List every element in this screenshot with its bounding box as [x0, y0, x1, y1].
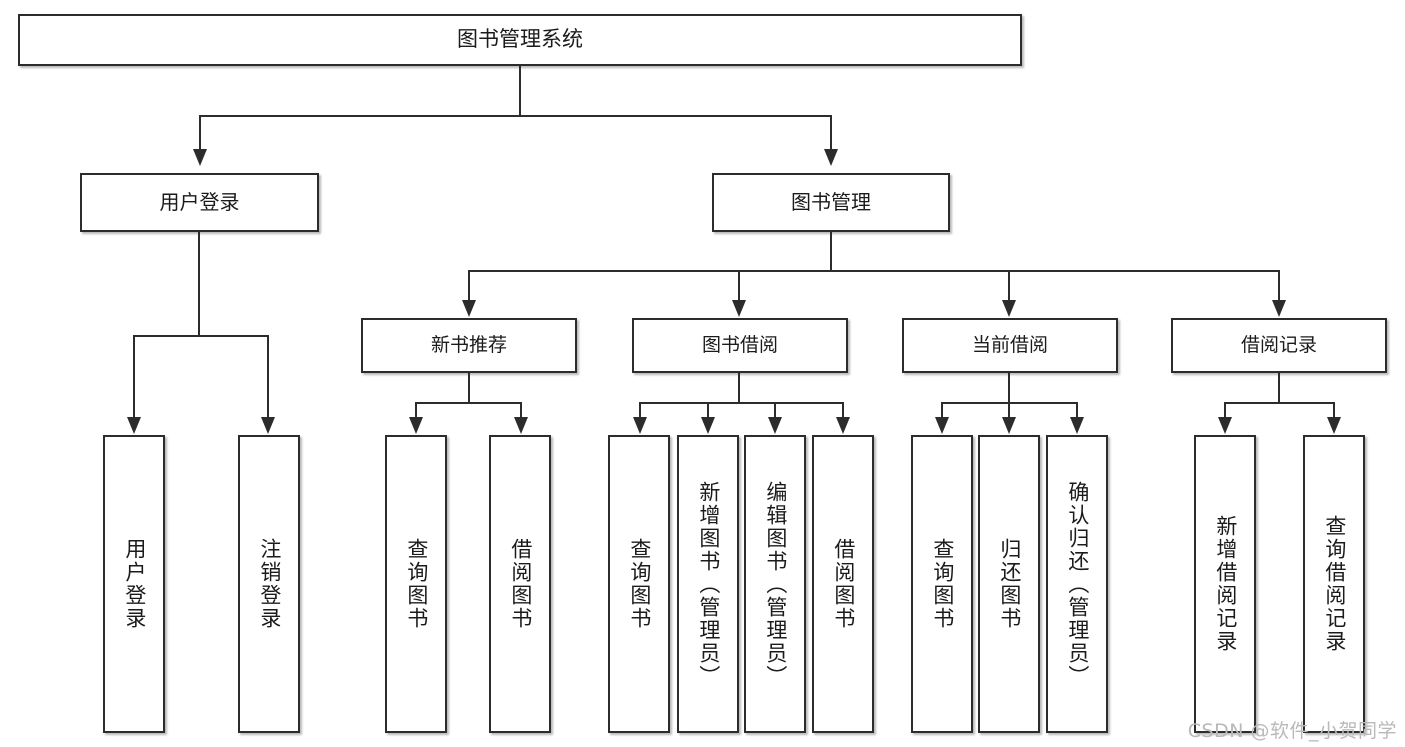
node-new-book-recommend[interactable]: 新书推荐 — [361, 318, 577, 373]
connector-root-to-user-login — [199, 115, 201, 151]
connector-root-bus — [199, 115, 832, 117]
node-label: 借阅图书 — [831, 538, 856, 630]
node-label: 确认归还（管理员） — [1065, 480, 1090, 688]
node-label: 注销登录 — [257, 538, 282, 630]
node-label: 用户登录 — [159, 190, 240, 215]
node-label: 编辑图书（管理员） — [763, 480, 788, 688]
connector-recommend-stem — [468, 373, 470, 403]
connector-book-manage-stem — [830, 232, 832, 272]
node-label: 用户登录 — [122, 538, 147, 630]
connector-borrow-to-leaf-3 — [774, 402, 776, 420]
leaf-user-login[interactable]: 用户登录 — [103, 435, 165, 733]
arrowhead-leaf-query-book-2 — [633, 417, 647, 434]
node-label: 新增借阅记录 — [1213, 515, 1238, 653]
watermark-text: CSDN @软件_小贺同学 — [1187, 720, 1397, 742]
connector-recommend-to-leaf-2 — [520, 402, 522, 420]
node-label: 归还图书 — [997, 538, 1022, 630]
connector-book-manage-bus — [468, 270, 1280, 272]
connector-user-login-to-leaf-2 — [267, 335, 269, 419]
connector-borrow-stem — [738, 373, 740, 403]
arrowhead-leaf-query-book-1 — [409, 417, 423, 434]
node-label: 新增图书（管理员） — [696, 480, 721, 688]
connector-user-login-bus — [133, 335, 268, 337]
arrowhead-leaf-add-book — [701, 417, 715, 434]
arrowhead-leaf-add-record — [1218, 417, 1232, 434]
node-label: 查询借阅记录 — [1322, 515, 1347, 653]
connector-book-manage-to-recommend — [468, 270, 470, 302]
leaf-edit-book[interactable]: 编辑图书（管理员） — [744, 435, 806, 733]
connector-borrow-to-leaf-4 — [842, 402, 844, 420]
connector-root-stem — [519, 66, 521, 116]
connector-current-to-leaf-3 — [1076, 402, 1078, 420]
connector-record-stem — [1278, 373, 1280, 403]
connector-borrow-to-leaf-1 — [639, 402, 641, 420]
connector-book-manage-to-record — [1278, 270, 1280, 302]
arrowhead-leaf-edit-book — [768, 417, 782, 434]
leaf-query-book-2[interactable]: 查询图书 — [608, 435, 670, 733]
node-label: 查询图书 — [627, 538, 652, 630]
node-label: 新书推荐 — [430, 333, 507, 356]
arrowhead-to-record — [1272, 300, 1286, 317]
connector-borrow-to-leaf-2 — [707, 402, 709, 420]
connector-current-to-leaf-2 — [1008, 402, 1010, 420]
leaf-borrow-book-2[interactable]: 借阅图书 — [812, 435, 874, 733]
connector-book-manage-to-current — [1008, 270, 1010, 302]
arrowhead-leaf-user-login — [127, 417, 141, 434]
connector-record-to-leaf-1 — [1224, 402, 1226, 420]
node-root-system[interactable]: 图书管理系统 — [18, 14, 1022, 66]
arrowhead-leaf-confirm-return — [1070, 417, 1084, 434]
leaf-query-book-1[interactable]: 查询图书 — [385, 435, 447, 733]
arrowhead-leaf-query-book-3 — [935, 417, 949, 434]
node-book-manage[interactable]: 图书管理 — [712, 173, 950, 232]
node-borrow-record[interactable]: 借阅记录 — [1171, 318, 1387, 373]
node-current-borrow[interactable]: 当前借阅 — [902, 318, 1118, 373]
connector-book-manage-to-borrow — [738, 270, 740, 302]
connector-recommend-to-leaf-1 — [415, 402, 417, 420]
connector-current-stem — [1008, 373, 1010, 403]
arrowhead-leaf-return-book — [1002, 417, 1016, 434]
node-label: 借阅记录 — [1240, 333, 1317, 356]
arrowhead-to-recommend — [462, 300, 476, 317]
node-label: 查询图书 — [930, 538, 955, 630]
arrowhead-to-borrow — [732, 300, 746, 317]
arrowhead-to-current — [1002, 300, 1016, 317]
connector-recommend-bus — [415, 402, 521, 404]
node-label: 图书管理系统 — [457, 27, 583, 52]
node-label: 借阅图书 — [508, 538, 533, 630]
connector-root-to-book-manage — [830, 115, 832, 151]
node-label: 查询图书 — [404, 538, 429, 630]
arrowhead-to-user-login — [193, 149, 207, 166]
connector-record-to-leaf-2 — [1333, 402, 1335, 420]
connector-record-bus — [1224, 402, 1334, 404]
connector-borrow-bus — [639, 402, 844, 404]
arrowhead-leaf-borrow-book-2 — [836, 417, 850, 434]
leaf-add-record[interactable]: 新增借阅记录 — [1194, 435, 1256, 733]
leaf-borrow-book-1[interactable]: 借阅图书 — [489, 435, 551, 733]
leaf-add-book[interactable]: 新增图书（管理员） — [677, 435, 739, 733]
leaf-return-book[interactable]: 归还图书 — [978, 435, 1040, 733]
connector-user-login-stem — [198, 232, 200, 336]
arrowhead-to-book-manage — [824, 149, 838, 166]
leaf-query-record[interactable]: 查询借阅记录 — [1303, 435, 1365, 733]
node-label: 图书管理 — [791, 190, 871, 215]
arrowhead-leaf-query-record — [1327, 417, 1341, 434]
connector-current-to-leaf-1 — [941, 402, 943, 420]
node-user-login[interactable]: 用户登录 — [80, 173, 319, 232]
leaf-logout[interactable]: 注销登录 — [238, 435, 300, 733]
arrowhead-leaf-borrow-book-1 — [514, 417, 528, 434]
node-label: 图书借阅 — [701, 333, 778, 356]
arrowhead-leaf-logout — [261, 417, 275, 434]
leaf-query-book-3[interactable]: 查询图书 — [911, 435, 973, 733]
leaf-confirm-return[interactable]: 确认归还（管理员） — [1046, 435, 1108, 733]
node-book-borrow[interactable]: 图书借阅 — [632, 318, 848, 373]
node-label: 当前借阅 — [971, 333, 1048, 356]
connector-user-login-to-leaf-1 — [133, 335, 135, 419]
